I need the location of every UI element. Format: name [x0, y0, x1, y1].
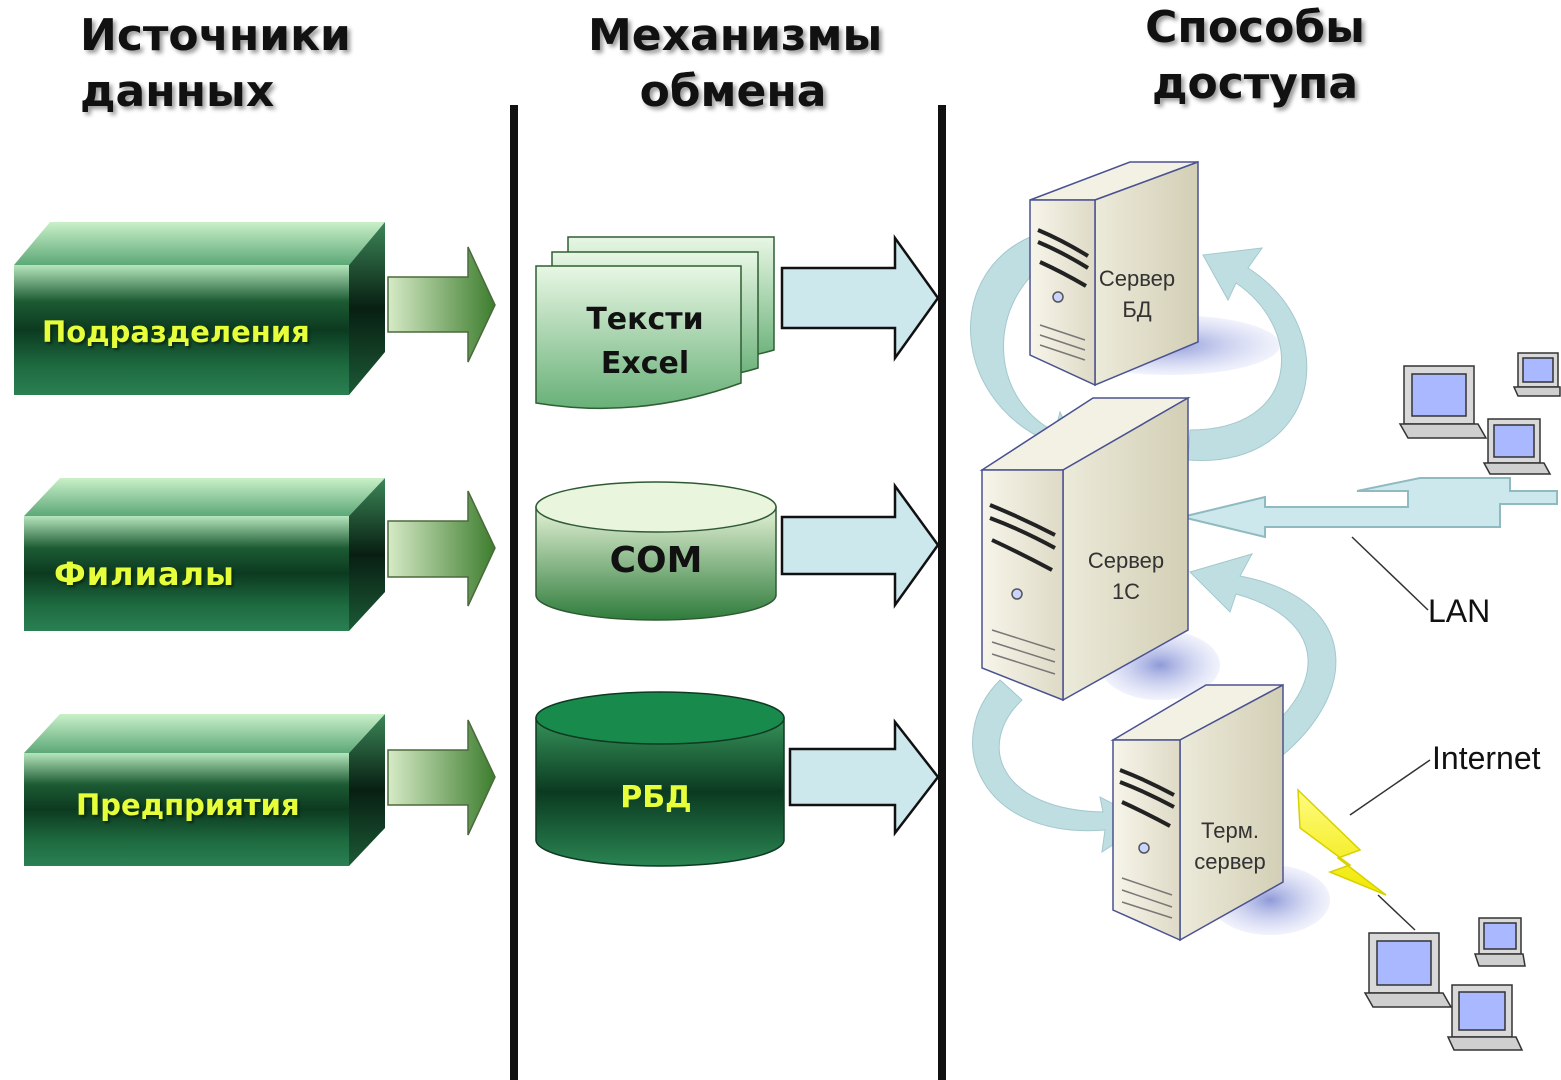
- rdb-cylinder-icon: [535, 691, 785, 867]
- network-label-internet: Internet: [1432, 740, 1541, 776]
- flow-arrow-files: [780, 234, 940, 362]
- mechanism-label-files: Тексти Excel: [560, 298, 730, 386]
- internet-pointer-line: [1349, 759, 1431, 816]
- app-server-icon: [979, 396, 1191, 702]
- com-cylinder-icon: [535, 481, 777, 621]
- header-access-methods-line1: Способы: [1145, 2, 1365, 53]
- server-label-db-line1: Сервер: [1098, 266, 1176, 291]
- server-label-db: Сервер БД: [1092, 263, 1182, 325]
- flow-arrow-branches: [387, 490, 496, 607]
- server-label-terminal-line1: Терм.: [1201, 818, 1259, 843]
- server-label-app: Сервер 1С: [1076, 545, 1176, 607]
- server-label-app-line1: Сервер: [1087, 548, 1165, 573]
- source-label-enterprises: Предприятия: [76, 788, 300, 822]
- internet-computer-icon-3: [1446, 984, 1524, 1051]
- server-label-terminal-line2: сервер: [1194, 849, 1266, 874]
- header-data-sources: Источники данных: [80, 8, 351, 120]
- mechanism-label-files-line2: Excel: [600, 346, 690, 381]
- network-label-lan: LAN: [1428, 593, 1491, 629]
- lan-pointer-line: [1351, 536, 1429, 611]
- source-box-divisions: [14, 222, 385, 395]
- flow-arrow-enterprises: [387, 719, 496, 836]
- internet-computer-icon-2: [1473, 917, 1526, 967]
- flow-arrow-rdb: [788, 718, 940, 837]
- header-access-methods: Способы доступа: [1140, 0, 1370, 112]
- mechanism-label-rdb: РБД: [620, 780, 692, 815]
- lightning-bolt-icon: [1297, 788, 1387, 896]
- lan-computer-icon-3: [1482, 418, 1552, 475]
- lan-computer-icon-2: [1512, 352, 1561, 397]
- mechanism-label-files-line1: Тексти: [586, 302, 704, 337]
- lan-computer-icon-1: [1398, 365, 1488, 439]
- header-data-sources-line1: Источники: [80, 10, 351, 61]
- header-data-sources-line2: данных: [80, 66, 275, 117]
- documents-icon: [535, 236, 775, 410]
- cycle-arrow-right-bottom: [1189, 553, 1337, 766]
- header-exchange-mechanisms: Механизмы обмена: [588, 8, 883, 120]
- server-label-terminal: Терм. сервер: [1182, 815, 1278, 877]
- mechanism-label-com: COM: [609, 540, 703, 581]
- header-exchange-mechanisms-line2: обмена: [639, 66, 827, 117]
- source-label-divisions: Подразделения: [42, 315, 310, 349]
- flow-arrow-divisions: [387, 246, 496, 363]
- cycle-arrow-right-top: [1187, 247, 1308, 461]
- server-label-db-line2: БД: [1122, 297, 1152, 322]
- source-box-enterprises: [24, 714, 385, 866]
- flow-arrow-com: [780, 482, 940, 609]
- header-access-methods-line2: доступа: [1151, 58, 1359, 109]
- source-box-branches: [24, 478, 385, 631]
- db-server-icon: [1029, 160, 1199, 387]
- internet-computer-icon-1: [1363, 932, 1453, 1008]
- internet-pointer-line-lower: [1377, 894, 1416, 931]
- terminal-server-icon: [1110, 683, 1284, 942]
- header-exchange-mechanisms-line1: Механизмы: [588, 10, 883, 61]
- lan-connector-arrow: [1181, 477, 1558, 539]
- source-label-branches: Филиалы: [54, 555, 235, 593]
- server-label-app-line2: 1С: [1111, 579, 1141, 604]
